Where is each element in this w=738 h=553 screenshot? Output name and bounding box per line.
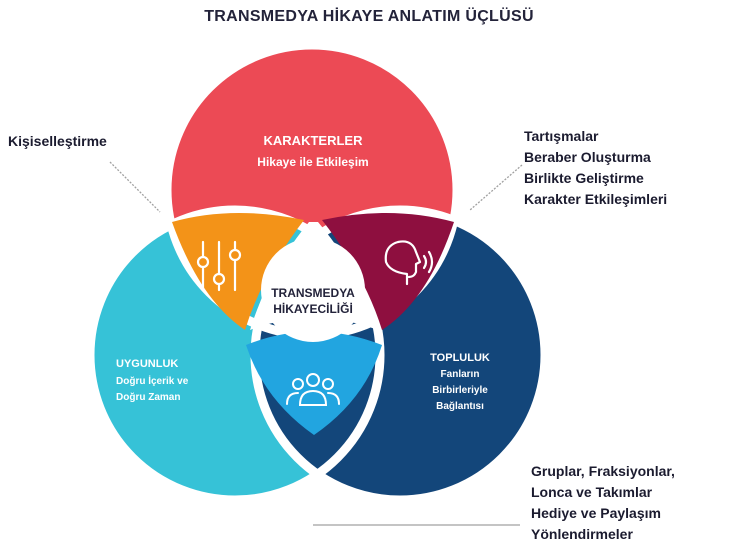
leader-line-top-left — [109, 161, 161, 213]
speaking-head-icon — [384, 240, 434, 286]
center-line-1: TRANSMEDYA — [271, 286, 355, 300]
community-line-3: Bağlantısı — [436, 401, 484, 412]
note-bottom-right-line-3: Hediye ve Paylaşım — [531, 505, 661, 521]
note-bottom-right: Gruplar, Fraksiyonlar, Lonca ve Takımlar… — [531, 461, 675, 545]
community-line-1: Fanların — [441, 369, 480, 380]
note-top-right-line-4: Karakter Etkileşimleri — [524, 191, 668, 207]
note-bottom-right-line-4: Yönlendirmeler — [531, 526, 633, 542]
characters-title: KARAKTERLER — [264, 133, 364, 148]
note-top-right-line-2: Beraber Oluşturma — [524, 149, 651, 165]
appropriateness-line-2: Doğru Zaman — [116, 392, 180, 403]
group-icon — [286, 373, 340, 406]
overlap-top-left — [172, 212, 304, 330]
appropriateness-circle-outline — [85, 205, 385, 505]
center-disc — [261, 238, 365, 342]
note-bottom-right-line-1: Gruplar, Fraksiyonlar, — [531, 463, 675, 479]
overlap-bottom — [246, 331, 382, 435]
note-top-left-line-1: Kişiselleştirme — [8, 133, 107, 149]
center-line-2: HİKAYECİLİĞİ — [273, 301, 353, 316]
characters-subtitle: Hikaye ile Etkileşim — [257, 155, 368, 169]
note-top-right-line-3: Birlikte Geliştirme — [524, 170, 644, 186]
appropriateness-title: UYGUNLUK — [116, 358, 178, 370]
appropriateness-line-1: Doğru İçerik ve — [116, 374, 189, 387]
note-top-right: Tartışmalar Beraber Oluşturma Birlikte G… — [524, 126, 667, 210]
sliders-icon — [196, 240, 242, 292]
community-line-2: Birbirleriyle — [432, 385, 488, 396]
diagram-title: TRANSMEDYA HİKAYE ANLATIM ÜÇLÜSÜ — [204, 8, 534, 25]
overlap-top-right — [322, 212, 454, 330]
community-title: TOPLULUK — [430, 352, 490, 364]
leader-line-top-right — [469, 164, 523, 211]
note-bottom-right-line-2: Lonca ve Takımlar — [531, 484, 653, 500]
note-top-right-line-1: Tartışmalar — [524, 128, 599, 144]
note-top-left: Kişiselleştirme — [8, 131, 107, 152]
